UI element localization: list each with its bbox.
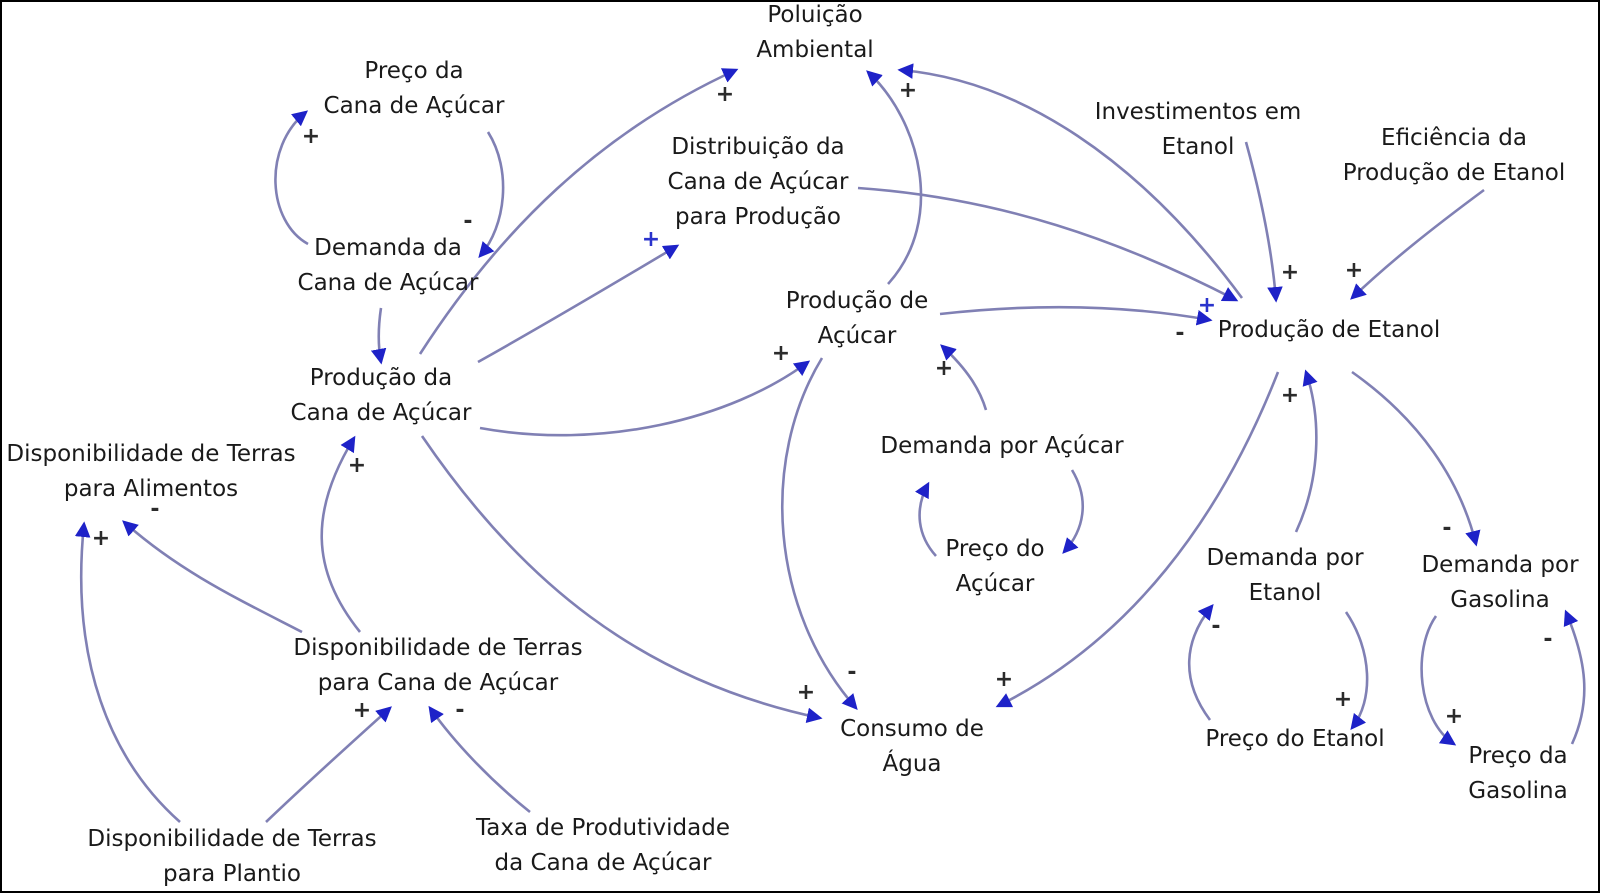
link-distribuicao-to-producao-etanol [857, 186, 1239, 302]
polarity-plus: + [796, 680, 816, 705]
link-demanda-cana-to-preco-cana [274, 110, 309, 246]
link-producao-cana-to-distribuicao [477, 244, 680, 364]
link-demanda-acucar-to-producao-acucar [940, 344, 988, 411]
polarity-minus: - [463, 209, 473, 234]
polarity-plus: + [1197, 293, 1217, 318]
node-producao-de-etanol: Produção de Etanol [1217, 317, 1441, 343]
link-demanda-cana-to-producao-cana [370, 307, 387, 365]
link-preco-acucar-to-demanda-acucar [914, 481, 937, 557]
link-preco-gasolina-to-demanda-gasolina [1563, 609, 1586, 745]
link-demanda-acucar-to-preco-acucar [1062, 469, 1085, 554]
polarity-minus: - [1211, 614, 1221, 639]
link-eficiencia-to-producao-etanol [1350, 188, 1485, 300]
link-disp-cana-to-producao-cana [320, 435, 362, 633]
link-disp-cana-to-disp-alimentos [122, 520, 303, 634]
link-producao-acucar-to-producao-etanol [939, 305, 1213, 326]
polarity-plus: + [994, 667, 1014, 692]
polarity-minus: - [847, 660, 857, 685]
link-preco-cana-to-demanda-cana [478, 131, 505, 258]
polarity-plus: + [352, 698, 372, 723]
polarity-plus: + [1333, 687, 1353, 712]
polarity-plus: + [1280, 260, 1300, 285]
link-disp-plantio-to-disp-alimentos [74, 521, 181, 823]
link-producao-cana-to-consumo-agua [420, 435, 823, 723]
polarity-plus: + [771, 341, 791, 366]
polarity-minus: - [1175, 321, 1185, 346]
link-producao-cana-to-producao-acucar [479, 360, 811, 437]
polarity-plus: + [1280, 383, 1300, 408]
link-demanda-etanol-to-producao-etanol [1294, 369, 1318, 533]
link-disp-plantio-to-disp-cana [265, 706, 392, 823]
link-preco-etanol-to-demanda-etanol [1187, 603, 1214, 721]
polarity-plus: + [301, 124, 321, 149]
node-preco-do-etanol: Preço do Etanol [1205, 726, 1385, 752]
link-taxa-produtividade-to-disp-cana [428, 705, 531, 814]
polarity-plus: + [1444, 704, 1464, 729]
node-demanda-por-acucar: Demanda por Açúcar [880, 433, 1124, 459]
link-producao-etanol-to-consumo-agua [995, 371, 1280, 708]
polarity-plus: + [91, 526, 111, 551]
link-producao-etanol-to-poluicao [897, 63, 1244, 299]
polarity-plus: + [641, 227, 661, 252]
polarity-plus: + [1344, 258, 1364, 283]
polarity-plus: + [934, 356, 954, 381]
link-producao-acucar-to-poluicao [866, 70, 923, 285]
polarity-minus: - [455, 698, 465, 723]
polarity-minus: - [1543, 627, 1553, 652]
polarity-plus: + [347, 453, 367, 478]
link-investimentos-to-producao-etanol [1244, 141, 1283, 303]
polarity-plus: + [898, 78, 918, 103]
polarity-minus: - [150, 497, 160, 522]
polarity-minus: - [1442, 516, 1452, 541]
link-producao-etanol-to-demanda-gasolina [1351, 370, 1481, 547]
link-demanda-etanol-to-preco-etanol [1344, 611, 1369, 731]
polarity-plus: + [715, 82, 735, 107]
link-producao-cana-to-poluicao [418, 68, 739, 355]
link-demanda-gasolina-to-preco-gasolina [1420, 615, 1457, 746]
link-producao-acucar-to-consumo-agua [780, 357, 858, 710]
